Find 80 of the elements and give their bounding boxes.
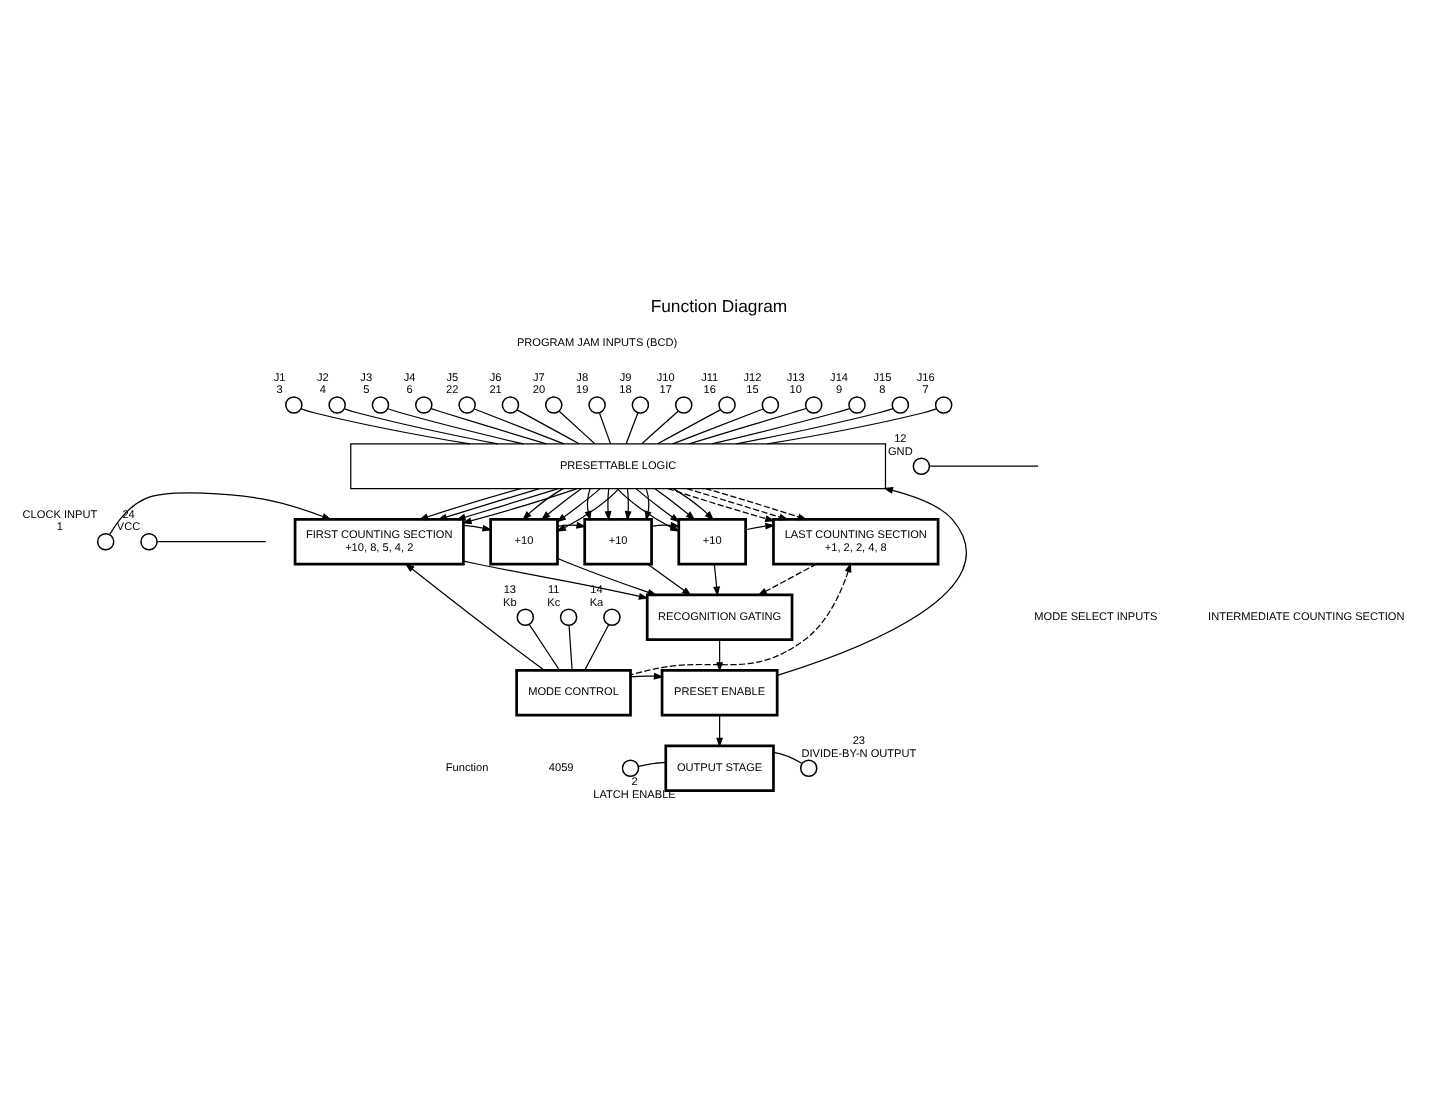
- node-circle: [848, 396, 866, 414]
- arrow: [630, 562, 852, 676]
- node-circle: [912, 457, 931, 476]
- arrow: [716, 639, 724, 673]
- connector: [711, 407, 851, 445]
- node-circle: [718, 396, 736, 414]
- node-circle: [588, 396, 606, 414]
- arrow: [776, 487, 967, 677]
- arrow: [556, 488, 620, 532]
- arrow: [686, 488, 789, 521]
- node-circle: [415, 396, 433, 414]
- connector: [473, 408, 565, 445]
- connector: [584, 624, 610, 671]
- connector: [387, 408, 524, 445]
- connector: [343, 408, 499, 445]
- node-circle: [603, 608, 621, 627]
- arrow: [646, 563, 692, 597]
- arrow: [604, 488, 612, 522]
- arrow: [667, 488, 776, 522]
- connector: [558, 410, 596, 445]
- node-circle: [559, 608, 578, 627]
- node-circle: [804, 396, 823, 414]
- arrow: [522, 488, 564, 521]
- arrow: [716, 714, 724, 748]
- arrow: [418, 488, 522, 521]
- arrow: [556, 521, 587, 529]
- node-circle: [761, 396, 780, 414]
- arrow: [713, 563, 721, 597]
- connector: [637, 761, 667, 767]
- connector: [516, 409, 580, 445]
- connector: [598, 412, 612, 445]
- arrow: [556, 488, 601, 523]
- connector: [929, 465, 1039, 467]
- connector: [688, 407, 807, 445]
- connector: [672, 408, 764, 445]
- connector: [568, 625, 573, 672]
- connector: [300, 408, 471, 445]
- node-circle: [631, 396, 650, 414]
- connector: [735, 408, 894, 445]
- node-circle: [516, 608, 535, 627]
- arrow: [557, 557, 658, 596]
- connector: [657, 409, 721, 445]
- node-circle: [371, 396, 390, 414]
- diagram-title: Function Diagram: [650, 295, 788, 316]
- arrow: [462, 560, 649, 600]
- arrow: [654, 488, 696, 521]
- node-circle: [621, 759, 640, 778]
- arrow: [757, 563, 817, 596]
- arrow: [461, 488, 578, 525]
- node-circle: [891, 396, 910, 414]
- node-circle: [544, 396, 563, 414]
- arrow: [672, 488, 715, 521]
- arrow: [745, 522, 776, 531]
- node-circle: [96, 532, 115, 551]
- arrow: [650, 521, 681, 529]
- connector: [641, 410, 679, 445]
- connector: [772, 751, 803, 764]
- connector: [430, 408, 547, 445]
- connector: [528, 624, 561, 671]
- connector: [766, 408, 937, 445]
- arrow: [584, 488, 592, 521]
- arrow: [109, 492, 332, 536]
- arrow: [624, 488, 632, 522]
- node-circle: [328, 396, 346, 414]
- node-circle: [934, 396, 953, 414]
- node-circle: [674, 396, 693, 414]
- arrow: [455, 488, 559, 521]
- arrow: [704, 488, 808, 521]
- node-circle: [140, 532, 158, 551]
- arrow: [437, 488, 541, 521]
- node-circle: [285, 396, 303, 414]
- arrow: [540, 488, 583, 521]
- node-circle: [501, 396, 520, 414]
- arrow: [404, 563, 546, 672]
- arrow: [630, 672, 664, 680]
- arrow: [462, 524, 493, 532]
- connector: [625, 412, 639, 445]
- node-circle: [799, 759, 818, 778]
- node-circle: [458, 396, 476, 414]
- connector: [156, 541, 267, 543]
